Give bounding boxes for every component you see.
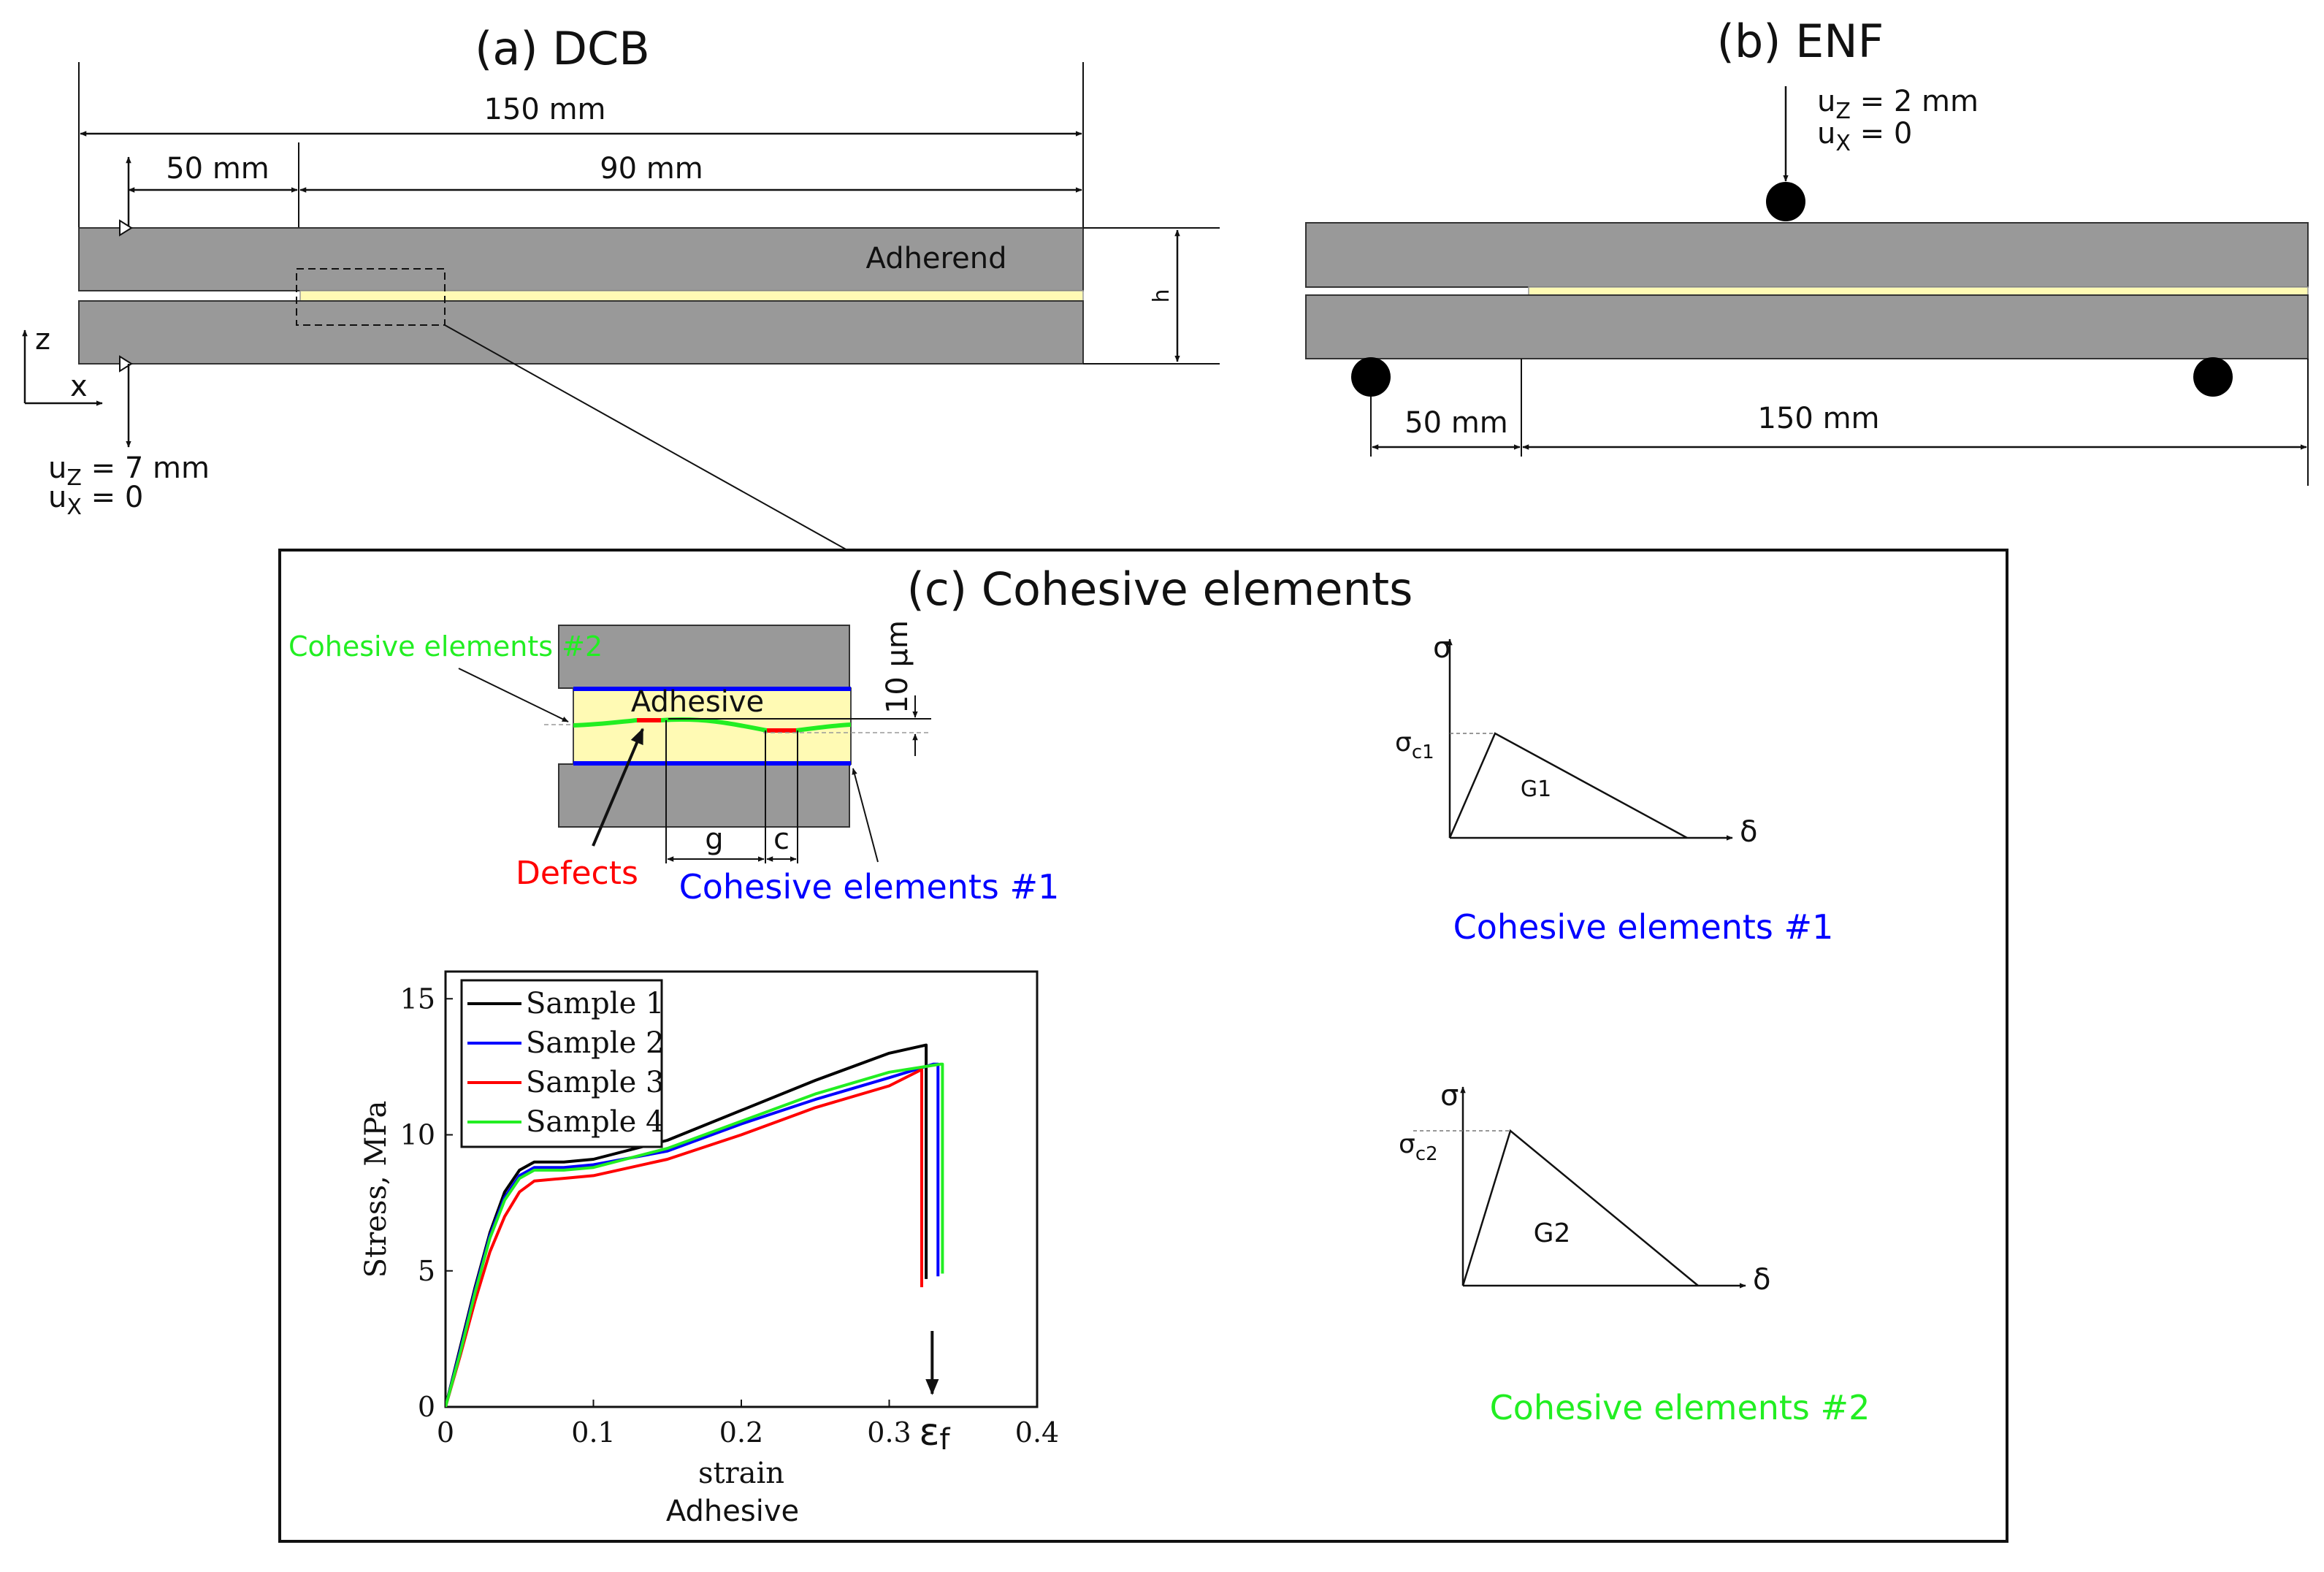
chart-y-label: Stress, MPa xyxy=(359,1101,393,1278)
axis-z-label: z xyxy=(35,323,50,356)
chart-annotation: εf xyxy=(919,1331,950,1457)
legend-box xyxy=(460,979,663,1148)
dcb-lower-hinge xyxy=(119,355,133,373)
legend-label: Sample 1 xyxy=(526,987,664,1020)
dcb-title: (a) DCB xyxy=(475,22,650,75)
cohesive-panel-frame xyxy=(278,549,2008,1543)
legend-label: Sample 4 xyxy=(526,1105,664,1139)
dcb-thickness-label: h xyxy=(1149,289,1174,302)
cohesive-title: (c) Cohesive elements xyxy=(907,562,1413,616)
dcb-upper-hinge xyxy=(119,219,133,237)
enf-bc-ux: uX = 0 xyxy=(1817,117,1912,156)
detail-thickness-label: 10 µm xyxy=(881,620,914,714)
x-tick-label: 0.2 xyxy=(719,1416,763,1449)
detail-ce2-path xyxy=(573,717,852,733)
law1-caption: Cohesive elements #1 xyxy=(1453,907,1834,947)
failure-strain-label: εf xyxy=(919,1411,950,1457)
detail-defects-label: Defects xyxy=(516,855,638,892)
law2-area-label: G2 xyxy=(1534,1218,1571,1248)
law1-triangle xyxy=(1448,732,1688,839)
dcb-panel: (a) DCB 150 mm 50 mm 90 mm Adherend h xyxy=(22,22,1220,551)
enf-upper-adherend xyxy=(1305,222,2309,288)
cohesive-panel: (c) Cohesive elements Adhesive 10 µm xyxy=(278,549,2008,1543)
detail-adhesive xyxy=(573,687,852,765)
law1-y-label: σ xyxy=(1433,631,1451,665)
dcb-lower-adherend xyxy=(78,300,1084,365)
law2-y-label: σ xyxy=(1440,1079,1459,1113)
dcb-adherend-label: Adherend xyxy=(866,242,1007,275)
detail-defects-pointer xyxy=(592,728,644,847)
detail-ce1-label: Cohesive elements #1 xyxy=(679,867,1060,907)
enf-loading-roller xyxy=(1766,182,1805,221)
detail-adhesive-label: Adhesive xyxy=(631,685,764,719)
enf-panel: (b) ENF uZ = 2 mm uX = 0 50 mm 150 mm xyxy=(1305,15,2309,486)
series-line xyxy=(446,1062,944,1407)
x-tick-label: 0 xyxy=(437,1416,454,1449)
law1: σ δ σc1 G1 Cohesive elements #1 xyxy=(1395,631,1833,947)
chart-ticks: 0 0.1 0.2 0.3 0.4 0 5 10 15 xyxy=(400,982,1060,1449)
detail-crack-label: c xyxy=(773,823,790,856)
chart-caption: Adhesive xyxy=(666,1495,799,1528)
detail-gap-label: g xyxy=(705,823,723,856)
detail-ce2-label: Cohesive elements #2 xyxy=(288,630,603,663)
law2-caption: Cohesive elements #2 xyxy=(1490,1388,1870,1427)
cohesive-detail: Adhesive 10 µm g c Cohesive elements #2 … xyxy=(288,620,1059,907)
series-line xyxy=(446,1068,923,1407)
dcb-dim-total: 150 mm xyxy=(484,93,606,126)
enf-title: (b) ENF xyxy=(1717,15,1884,68)
enf-lower-adherend xyxy=(1305,294,2309,359)
y-tick-label: 15 xyxy=(400,982,435,1015)
y-tick-label: 10 xyxy=(400,1119,435,1151)
enf-adhesive-layer xyxy=(1528,286,2309,296)
law2: σ δ σc2 G2 Cohesive elements #2 xyxy=(1399,1079,1870,1427)
dcb-adhesive-layer xyxy=(299,290,1084,302)
dcb-bc-ux: uX = 0 xyxy=(48,481,143,520)
x-tick-label: 0.3 xyxy=(867,1416,911,1449)
y-tick-label: 0 xyxy=(418,1391,435,1423)
enf-left-support xyxy=(1351,357,1391,397)
law2-triangle xyxy=(1461,1129,1699,1286)
law2-peak-label: σc2 xyxy=(1399,1129,1438,1165)
enf-dim-left: 50 mm xyxy=(1404,406,1508,440)
dcb-dim-bond: 90 mm xyxy=(600,152,703,186)
detail-ce2-pointer xyxy=(458,668,569,722)
detail-lower-adherend xyxy=(558,763,850,828)
detail-ce1-pointer xyxy=(852,768,879,863)
enf-right-support xyxy=(2193,357,2233,397)
enf-dim-right: 150 mm xyxy=(1758,402,1880,435)
law2-x-label: δ xyxy=(1753,1263,1770,1297)
x-tick-label: 0.4 xyxy=(1015,1416,1059,1449)
y-tick-label: 5 xyxy=(418,1255,435,1287)
detail-upper-adherend xyxy=(558,625,850,689)
x-tick-label: 0.1 xyxy=(571,1416,615,1449)
enf-bc-uz: uZ = 2 mm xyxy=(1817,85,1979,124)
axis-x-label: x xyxy=(70,370,88,403)
chart-legend: Sample 1 Sample 2 Sample 3 Sample 4 xyxy=(460,979,664,1148)
law1-area-label: G1 xyxy=(1521,777,1551,802)
legend-label: Sample 3 xyxy=(526,1066,664,1099)
law1-peak-label: σc1 xyxy=(1395,728,1434,763)
chart-lines xyxy=(446,1043,944,1407)
dcb-zoom-box xyxy=(296,268,446,326)
dcb-bc-uz: uZ = 7 mm xyxy=(48,451,210,491)
legend-label: Sample 2 xyxy=(526,1026,664,1060)
dcb-dim-initial-crack: 50 mm xyxy=(166,152,270,186)
law1-x-label: δ xyxy=(1740,815,1757,849)
chart-x-label: strain xyxy=(698,1457,784,1490)
dcb-zoom-leader xyxy=(444,324,848,551)
